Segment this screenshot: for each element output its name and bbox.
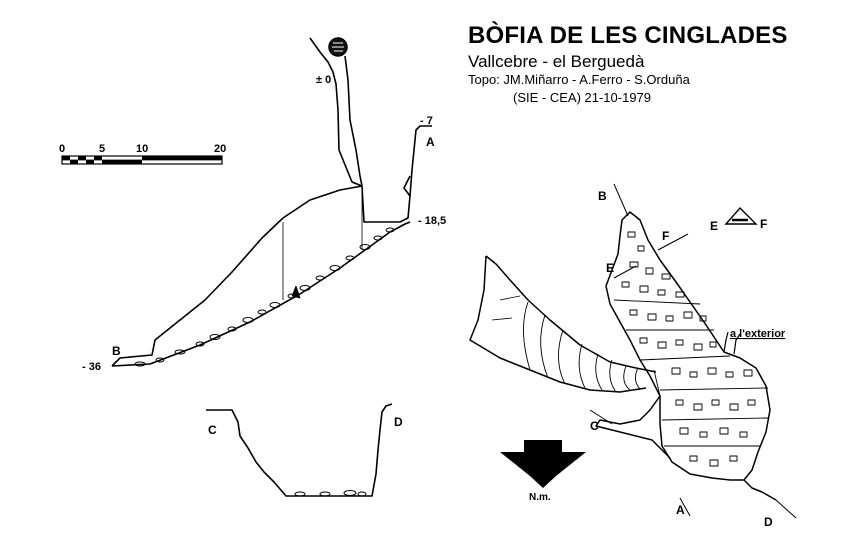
topo-credits: Topo: JM.Miñarro - A.Ferro - S.Orduña: [468, 72, 690, 87]
depth-label-7: - 7: [420, 115, 433, 127]
scale-tick-10: 10: [136, 143, 148, 155]
north-label: N.m.: [529, 492, 551, 503]
plan-exterior-label: a l'exterior: [730, 328, 786, 340]
map-title: BÒFIA DE LES CINGLADES: [468, 22, 788, 49]
section-ef-label-e: E: [710, 219, 718, 233]
plan-rubble: [621, 231, 756, 467]
depth-label-36: - 36: [82, 361, 101, 373]
profile-label-b: B: [112, 344, 121, 358]
plan-label-e: E: [606, 261, 614, 275]
scale-tick-0: 0: [59, 143, 65, 155]
scale-bar: 0 5 10 20: [59, 143, 226, 165]
profile-section: [111, 37, 432, 367]
plan-label-f: F: [662, 229, 669, 243]
scale-tick-20: 20: [214, 143, 226, 155]
plan-label-a: A: [676, 503, 685, 517]
topo-institution-date: (SIE - CEA) 21-10-1979: [513, 90, 652, 105]
profile-label-a: A: [426, 135, 435, 149]
north-arrow-icon: [500, 440, 586, 488]
map-location: Vallcebre - el Berguedà: [468, 52, 645, 71]
depth-label-18: - 18,5: [418, 215, 446, 227]
plan-label-c: C: [590, 419, 599, 433]
depth-label-0: ± 0: [316, 74, 331, 86]
section-ef-symbol: [724, 206, 758, 225]
section-ef-label-f: F: [760, 217, 767, 231]
cross-section-cd: [206, 403, 393, 497]
plan-view: [469, 183, 797, 519]
plan-label-d: D: [764, 515, 773, 529]
section-label-d: D: [394, 415, 403, 429]
profile-rubble: [134, 227, 395, 367]
scale-tick-5: 5: [99, 143, 105, 155]
section-label-c: C: [208, 423, 217, 437]
plan-label-b: B: [598, 189, 607, 203]
